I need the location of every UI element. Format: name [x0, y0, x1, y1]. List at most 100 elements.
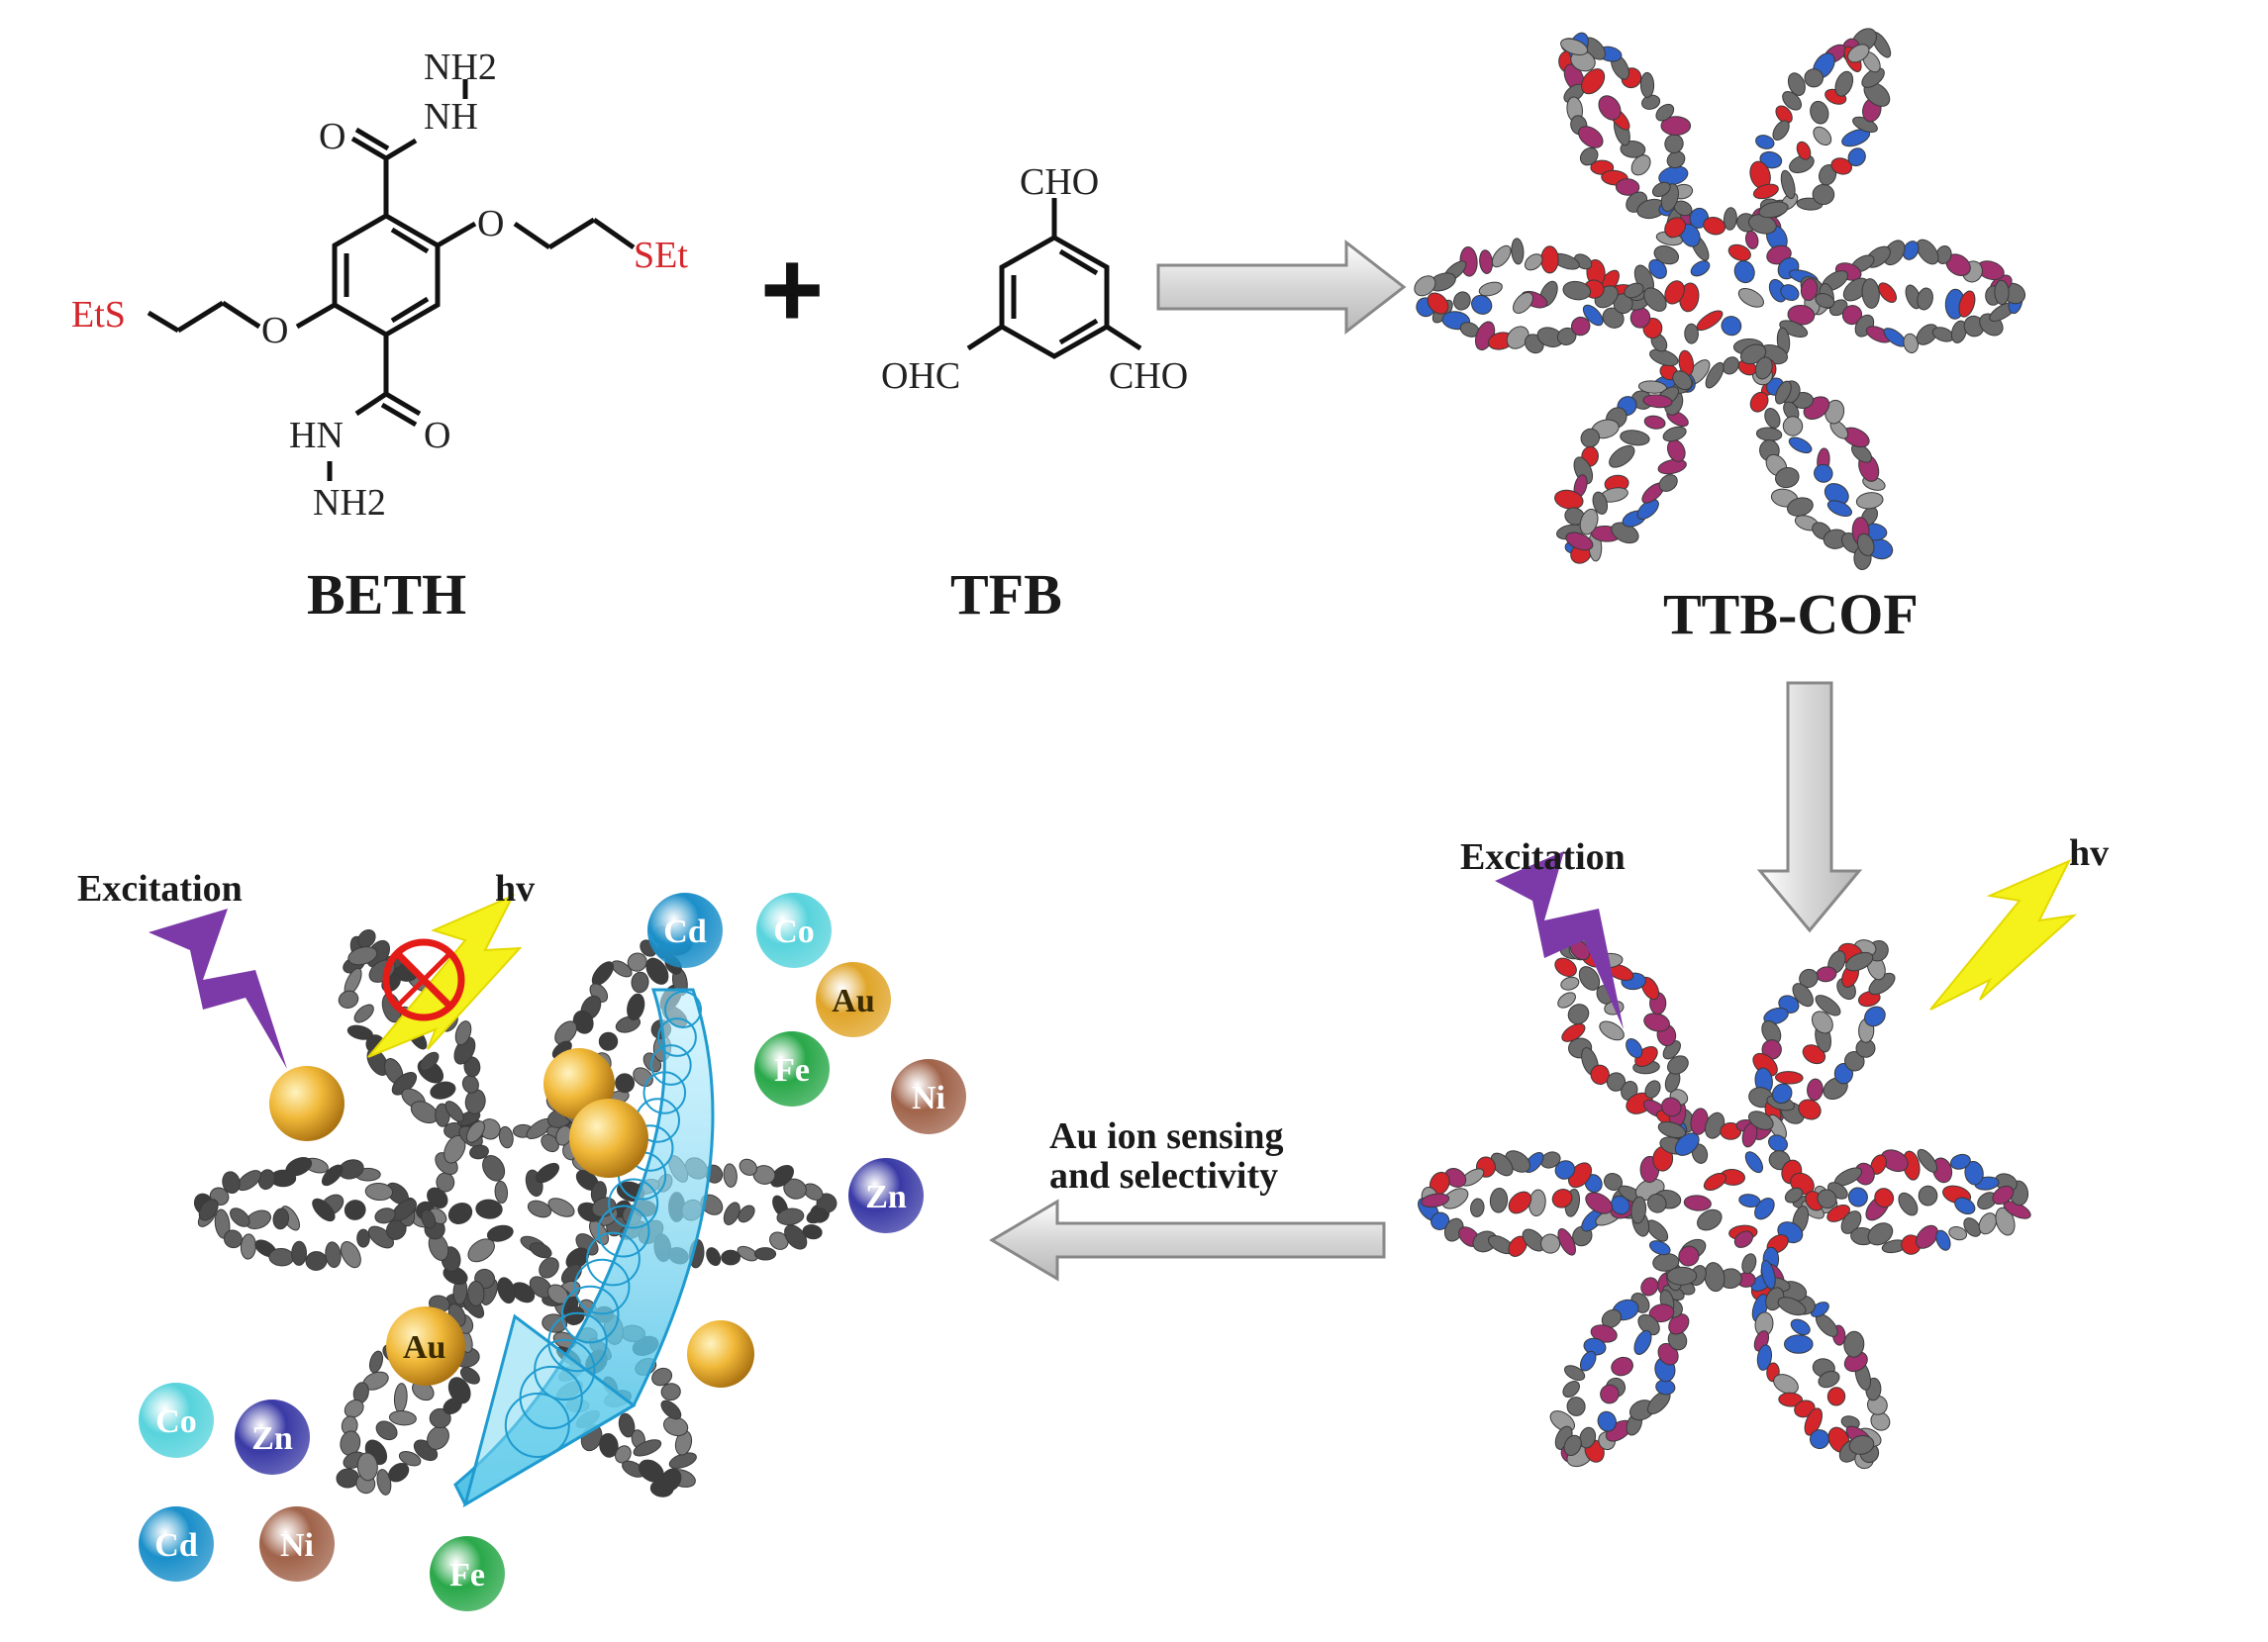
cof-atom	[1578, 126, 1604, 148]
cof-atom	[769, 1165, 794, 1188]
cof-atom	[1777, 1297, 1807, 1316]
cof-atom	[325, 1241, 342, 1269]
cof-atom	[1633, 1329, 1652, 1355]
cof-atom	[1664, 280, 1685, 305]
cof-atom	[344, 1200, 366, 1220]
cof-atom	[1992, 1185, 2015, 1206]
cof-atom	[1551, 1189, 1573, 1208]
cof-atom	[1566, 1397, 1586, 1416]
ion-fe: Fe	[754, 1031, 830, 1107]
beth-o-ether-right: O	[477, 203, 504, 244]
cof-atom	[1598, 95, 1622, 121]
cof-atom	[529, 1242, 552, 1259]
cof-atom	[1950, 320, 1967, 343]
cof-atom	[1540, 1151, 1561, 1169]
cof-atom	[1580, 428, 1601, 448]
cof-atom	[1582, 304, 1604, 327]
tunnel-ring	[547, 1311, 608, 1373]
tfb-ohc-left: OHC	[881, 355, 960, 397]
cof-atom	[1567, 1004, 1590, 1025]
cof-atom	[1917, 1148, 1938, 1173]
cof-atom	[651, 1367, 673, 1387]
cof-atom	[1782, 416, 1804, 436]
cof-atom	[1780, 284, 1800, 302]
excitation-bolt-right	[1495, 851, 1624, 1029]
cof-atom	[633, 1439, 662, 1457]
cof-atom	[305, 1251, 328, 1271]
cof-atom	[1759, 150, 1783, 169]
ion-zn: Zn	[235, 1400, 310, 1475]
cof-atom	[364, 1182, 394, 1202]
cof-atom	[1664, 134, 1684, 154]
ion-sphere	[816, 962, 891, 1037]
cof-atom	[1775, 105, 1793, 124]
cof-atom	[1662, 426, 1687, 442]
cof-atom	[494, 1180, 509, 1204]
cof-atom	[340, 1241, 361, 1269]
ion-label: Co	[155, 1403, 197, 1440]
cof-atom	[1649, 1240, 1671, 1256]
cof-atom	[1814, 463, 1833, 483]
cof-atom	[1579, 1350, 1597, 1372]
cof-atom	[222, 1171, 241, 1195]
ion-zn: Zn	[848, 1158, 924, 1233]
beth-ets: EtS	[71, 294, 126, 336]
ion-co: Co	[756, 893, 832, 968]
cof-atom	[1756, 1344, 1773, 1371]
cof-atom	[721, 1249, 740, 1266]
cof-atom	[1648, 258, 1667, 279]
cof-atom	[467, 1238, 495, 1263]
ion-co: Co	[139, 1383, 214, 1458]
cof-atom	[375, 1420, 398, 1441]
cof-atom	[1771, 1083, 1793, 1105]
cof-atom	[1915, 1224, 1939, 1249]
cof-atom	[1775, 380, 1792, 405]
cof-atom	[1826, 1204, 1850, 1222]
synthesis-arrow	[1156, 239, 1407, 336]
no-emission-icon	[382, 938, 465, 1021]
cof-atom	[1578, 966, 1601, 991]
cof-atom	[627, 952, 647, 972]
cof-atom	[660, 1468, 682, 1492]
cof-atom	[1964, 1160, 1984, 1186]
beth-nh2-top: NH2	[424, 47, 497, 88]
cof-atom	[1613, 293, 1633, 315]
cof-atom	[539, 1257, 559, 1279]
cof-atom	[1813, 126, 1832, 146]
cof-atom	[1861, 278, 1880, 309]
cof-atom	[498, 1125, 514, 1149]
cof-atom	[1826, 500, 1852, 518]
beth-o-top: O	[319, 116, 345, 157]
cof-atom	[1563, 1434, 1582, 1457]
cof-atom	[1683, 1195, 1712, 1211]
cof-atom	[1540, 245, 1559, 274]
cof-atom	[802, 1224, 823, 1240]
cof-atom	[1744, 230, 1759, 249]
ttb-cof-label: TTB-COF	[1663, 582, 1919, 646]
cof-atom	[1444, 1168, 1467, 1188]
cof-atom	[1917, 287, 1933, 311]
cof-atom	[1554, 1160, 1576, 1180]
cof-atom	[497, 1277, 516, 1304]
cof-atom	[1784, 1187, 1804, 1204]
excitation-bolt-left	[148, 909, 287, 1069]
tunnel-ring	[608, 1178, 659, 1229]
right-excitation-label: Excitation	[1460, 836, 1626, 878]
ion-sphere	[235, 1400, 310, 1475]
cof-atom	[356, 1452, 378, 1482]
ion-sphere	[848, 1158, 924, 1233]
cof-atom	[1678, 1245, 1700, 1267]
cof-atom	[1782, 91, 1803, 111]
sensing-label-line1: Au ion sensing	[1049, 1115, 1284, 1157]
cof-atom	[1792, 983, 1814, 1008]
ion-ni: Ni	[259, 1506, 335, 1582]
ion-cd: Cd	[647, 893, 723, 968]
beth-label: BETH	[307, 562, 466, 627]
cof-atom	[784, 1224, 808, 1250]
tfb-cho-right: CHO	[1109, 355, 1188, 397]
cof-atom	[1755, 135, 1775, 149]
cof-atom	[1861, 67, 1885, 88]
cof-atom	[1978, 1212, 1998, 1235]
ion-au: Au	[816, 962, 891, 1037]
